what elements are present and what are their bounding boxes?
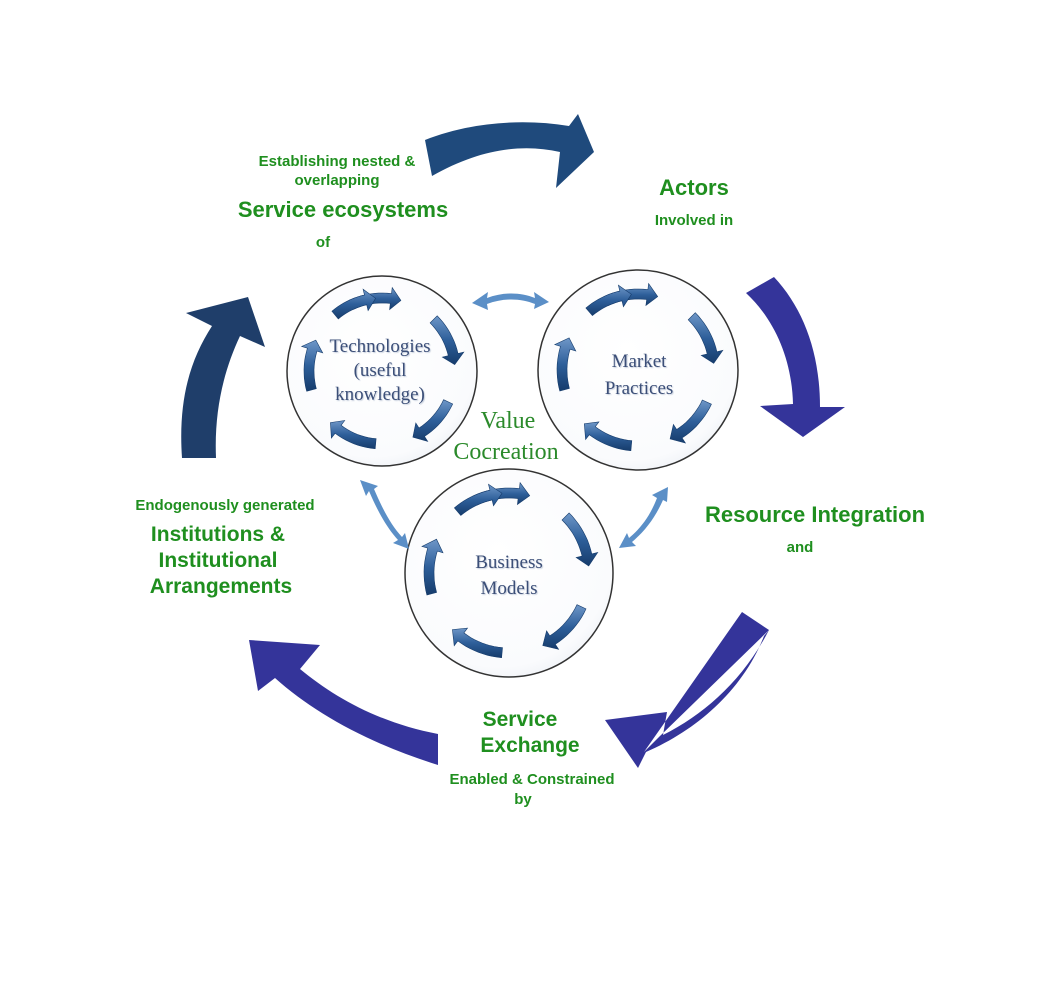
ecosystems-prefix-line2: overlapping	[294, 172, 380, 189]
institutions-title-line2: Institutional	[158, 549, 278, 572]
outer-arrow-to-service-exchange	[605, 612, 769, 768]
institutions-title-line1: Institutions &	[150, 523, 286, 546]
outer-arrow-to-actors	[425, 114, 594, 188]
outer-arrow-to-ecosystems	[181, 297, 265, 458]
technologies-label-line2: (useful	[353, 360, 407, 381]
double-arrow-technologies-market	[472, 292, 549, 310]
market-cycle-arrow-6	[585, 284, 632, 317]
service-exchange-title-line2: Exchange	[480, 734, 580, 757]
business-cycle-arrow-3	[542, 604, 587, 650]
technologies-label-line3: knowledge)	[335, 384, 425, 405]
business-models-circle	[404, 468, 614, 678]
technologies-cycle-arrow-3	[412, 399, 454, 442]
outer-arrow-to-institutions	[249, 640, 438, 765]
business-label-line1: Business	[475, 552, 543, 573]
outer-arrow-to-resource-integration	[746, 277, 845, 437]
technologies-label-line1: Technologies	[329, 336, 431, 357]
market-cycle-arrow-5	[553, 337, 577, 392]
ecosystems-prefix-line1: Establishing nested &	[258, 153, 416, 170]
service-exchange-suffix-line2: by	[514, 791, 532, 808]
technologies-cycle-arrow-6	[331, 288, 377, 320]
service-exchange-suffix-line1: Enabled & Constrained	[449, 771, 615, 788]
value-cocreation-line1: Value	[480, 408, 536, 434]
resource-integration-suffix: and	[786, 539, 814, 556]
resource-integration-title: Resource Integration	[704, 502, 926, 527]
market-cycle-arrow-3	[669, 399, 712, 444]
service-exchange-title-line1: Service	[482, 708, 558, 731]
business-cycle-arrow-5	[421, 538, 444, 596]
value-cocreation-line2: Cocreation	[453, 439, 559, 465]
technologies-cycle-arrow-4	[330, 420, 377, 450]
actors-suffix: Involved in	[654, 212, 734, 229]
market-label-line2: Practices	[604, 378, 674, 399]
technologies-circle	[286, 275, 478, 467]
ecosystems-suffix: of	[315, 234, 331, 251]
technologies-cycle-arrow-5	[300, 339, 324, 392]
ecosystems-title: Service ecosystems	[237, 197, 449, 222]
institutions-title-line3: Arrangements	[149, 575, 293, 598]
business-cycle-arrow-6	[453, 483, 503, 516]
market-cycle-arrow-4	[583, 421, 633, 452]
market-cycle-arrow-2	[687, 312, 724, 364]
market-label-line1: Market	[611, 351, 667, 372]
circle-arrows	[300, 282, 724, 659]
institutions-prefix: Endogenously generated	[135, 497, 315, 514]
business-cycle-arrow-2	[561, 512, 599, 567]
business-cycle-arrow-4	[452, 627, 503, 659]
double-arrow-technologies-business	[360, 480, 409, 549]
double-arrow-market-business	[619, 487, 668, 548]
actors-title: Actors	[659, 175, 729, 200]
business-label-line2: Models	[480, 578, 538, 599]
technologies-cycle-arrow-2	[429, 315, 465, 366]
